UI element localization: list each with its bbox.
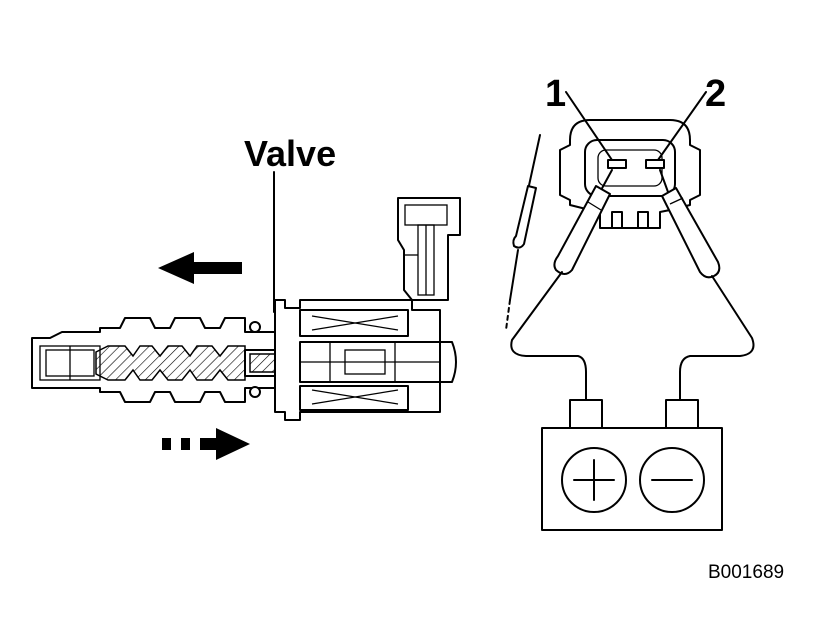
solenoid-end-cap — [439, 341, 457, 383]
test-probe-pen — [505, 134, 541, 331]
terminal-1-leader — [565, 91, 613, 161]
figure-code: B001689 — [708, 562, 784, 583]
terminal-2-leader — [657, 91, 707, 161]
test-probe-left — [553, 169, 613, 275]
plus-icon — [561, 447, 627, 513]
dashed-arrow-right-icon — [162, 428, 250, 460]
valve-connector-housing — [397, 197, 461, 301]
wire-positive — [510, 271, 587, 403]
battery-terminal-positive — [569, 399, 603, 429]
test-probe-right — [659, 169, 721, 279]
battery-terminal-negative — [665, 399, 699, 429]
valve-assembly — [31, 197, 461, 421]
battery — [541, 399, 723, 531]
terminal-2-pin — [645, 159, 665, 169]
solenoid-coil-lower — [299, 385, 409, 411]
terminal-1-pin — [607, 159, 627, 169]
terminal-2-label: 2 — [705, 73, 726, 115]
valve-spool — [95, 345, 246, 381]
arrow-left-icon — [158, 252, 242, 284]
wire-negative — [679, 275, 755, 403]
minus-icon — [639, 447, 705, 513]
valve-label: Valve — [244, 133, 336, 174]
terminal-1-label: 1 — [545, 73, 566, 115]
